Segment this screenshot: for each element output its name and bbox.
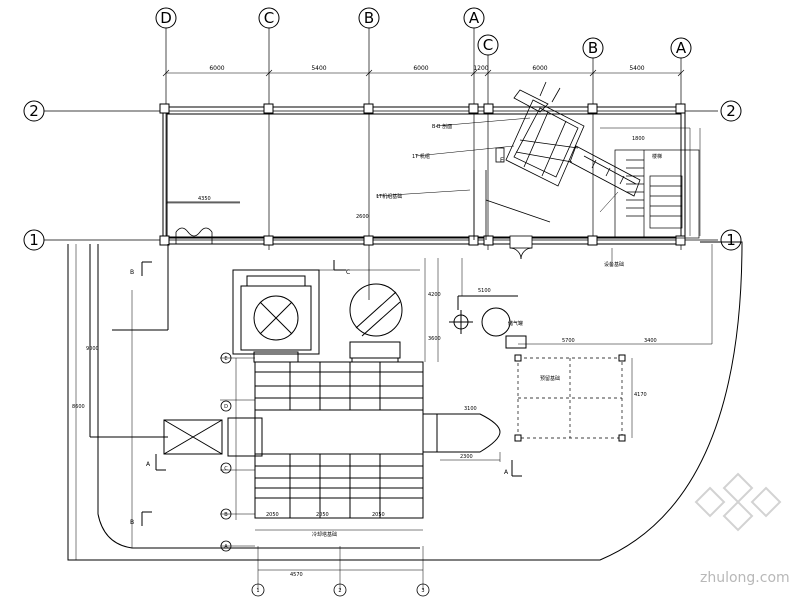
- tank-base: [349, 283, 403, 363]
- axis-label-side: 2: [29, 102, 39, 120]
- top-dim: 5400: [629, 65, 644, 72]
- axis-label-top: A: [469, 9, 480, 27]
- annotation: 储气罐: [508, 320, 523, 327]
- axis-label-bottom: 3: [421, 588, 424, 594]
- axis-label-bottom: 2: [338, 588, 341, 594]
- door: [509, 235, 533, 260]
- axis-label-top: B: [588, 39, 598, 57]
- section-mark: A: [504, 469, 509, 476]
- top-dim: 5400: [311, 65, 326, 72]
- section-mark: B: [130, 269, 134, 276]
- watermark-logo: [694, 472, 782, 532]
- dimension-value: 4170: [634, 392, 647, 398]
- axis-label-side: 1: [726, 231, 736, 249]
- axis-label-top: C: [483, 36, 493, 54]
- axis-label-top: A: [676, 39, 687, 57]
- axis-label-top: B: [364, 9, 374, 27]
- section-mark: A: [146, 461, 151, 468]
- dimension-value: 3600: [428, 336, 441, 342]
- inclined-machine: [505, 81, 641, 197]
- dimension-value: 5700: [562, 338, 575, 344]
- dimension-value: 4200: [428, 292, 441, 298]
- dimension-value: 8600: [72, 404, 85, 410]
- dimension-value: 4350: [198, 196, 211, 202]
- equip-row-bubbles: [220, 352, 232, 552]
- site-boundary: [67, 241, 743, 561]
- equip-row-label: B: [224, 512, 228, 518]
- annotation: 设备基础: [604, 261, 624, 268]
- reserve-foundation-marks: [514, 354, 626, 442]
- annotation: 楼梯: [652, 153, 662, 160]
- top-dim: 6000: [209, 65, 224, 72]
- section-mark: B: [130, 519, 134, 526]
- columns: [159, 103, 686, 246]
- dimension-value: 3100: [464, 406, 477, 412]
- dimension-value: 3400: [644, 338, 657, 344]
- top-dimension-line: [162, 69, 685, 77]
- axis-label-side: 1: [29, 231, 39, 249]
- section-mark: C: [346, 269, 350, 276]
- dimension-value: 9000: [86, 346, 99, 352]
- cooling-tower-base: [232, 269, 320, 363]
- bottom-axis-bubbles: [251, 583, 430, 597]
- axis-bubbles-top: [155, 7, 692, 59]
- dimension-value: 2300: [460, 454, 473, 460]
- dimension-value: 2050: [266, 512, 279, 518]
- axis-label-top: C: [264, 9, 274, 27]
- section-mark: E: [500, 157, 504, 164]
- annotation: B-B 剖面: [432, 123, 452, 130]
- top-dim: 1200: [473, 65, 488, 72]
- annotation: 1T机组基础: [376, 193, 402, 200]
- annotation: 预留基础: [540, 375, 560, 382]
- dimension-value: 2600: [356, 214, 369, 220]
- dimension-value: 4570: [290, 572, 303, 578]
- left-annex: [167, 201, 240, 244]
- reserve-foundation-grid: [517, 357, 623, 439]
- dimension-value: 2050: [372, 512, 385, 518]
- equip-row-label: A: [224, 544, 228, 550]
- dimension-value: 1800: [632, 136, 645, 142]
- dimension-lines: [75, 127, 713, 590]
- watermark-text: zhulong.com: [700, 570, 790, 586]
- axis-bubbles-side: [23, 100, 742, 251]
- axis-label-side: 2: [726, 102, 736, 120]
- dimension-value: 5100: [478, 288, 491, 294]
- top-dim: 6000: [413, 65, 428, 72]
- inner-partition: [473, 147, 551, 240]
- annotation: 冷却塔基础: [312, 531, 337, 538]
- equip-row-label: D: [224, 404, 228, 410]
- building-walls: [162, 106, 686, 245]
- staircase: [614, 149, 700, 239]
- annotation: 1T 机组: [412, 153, 430, 160]
- dimension-value: 2050: [316, 512, 329, 518]
- equip-row-label: C: [224, 466, 228, 472]
- equip-row-label: E: [224, 356, 227, 362]
- top-dim: 6000: [532, 65, 547, 72]
- equipment-frame: [163, 361, 501, 519]
- section-arrows: [141, 260, 522, 526]
- axis-label-top: D: [160, 9, 172, 27]
- leader-lines: [375, 117, 619, 262]
- axis-lines-horizontal: [44, 110, 718, 241]
- small-foundations: [449, 295, 527, 349]
- axis-label-bottom: 1: [256, 588, 259, 594]
